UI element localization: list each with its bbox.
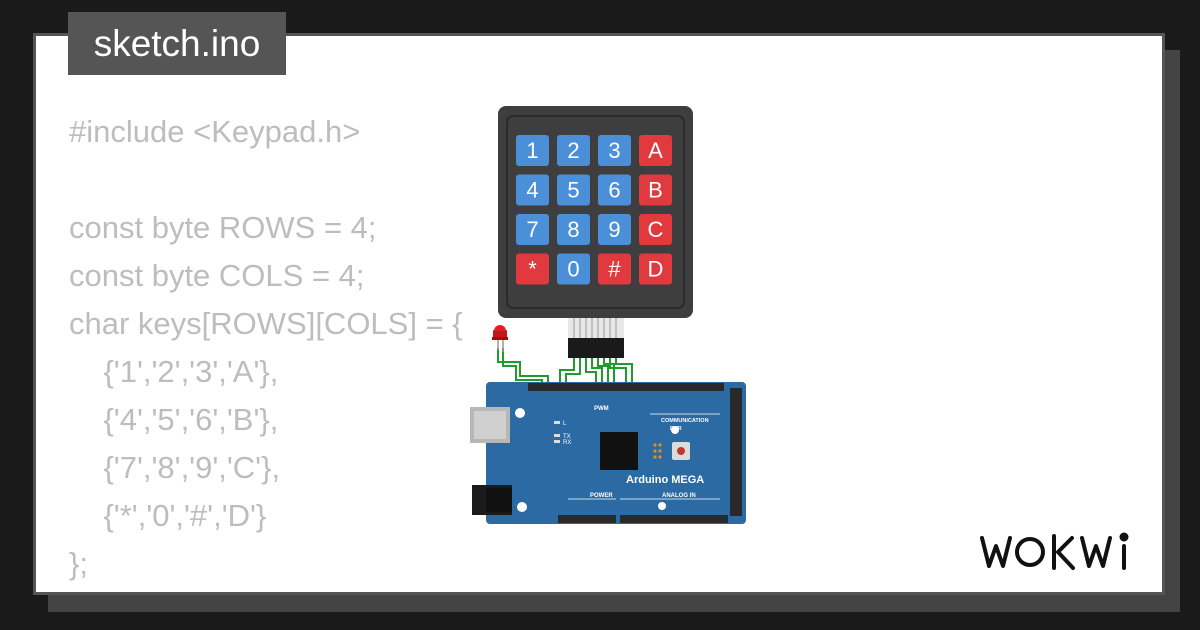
microcontroller-chip <box>600 432 638 470</box>
mounting-hole <box>517 502 527 512</box>
keypad-key[interactable]: 9 <box>598 214 631 245</box>
keypad-ribbon <box>568 318 624 358</box>
keypad-key-label: 4 <box>526 178 538 203</box>
keypad-key-label: 2 <box>567 138 579 163</box>
keypad-key-label: 3 <box>608 138 620 163</box>
keypad-key-face[interactable] <box>557 253 590 285</box>
communication-label: COMMUNICATION <box>661 418 709 424</box>
keypad-key[interactable]: 1 <box>516 135 549 166</box>
keypad-key[interactable]: 8 <box>557 214 590 245</box>
code-line: {'1','2','3','A'}, <box>69 354 279 389</box>
code-line: {'7','8','9','C'}, <box>69 450 281 485</box>
keypad-key-label: B <box>648 178 663 203</box>
keypad-key-label: 1 <box>526 138 538 163</box>
keypad-key-face[interactable] <box>639 135 672 166</box>
keypad-key-label: 0 <box>567 257 579 282</box>
power-header <box>558 515 616 523</box>
keypad-keys: 1 2 3 A 4 5 6 B 7 8 9 C * 0 # D <box>516 135 672 285</box>
keypad-key[interactable]: 2 <box>557 135 590 166</box>
reset-button-cap[interactable] <box>677 447 685 455</box>
keypad-key-face[interactable] <box>557 174 590 206</box>
keypad-key-label: D <box>648 257 664 282</box>
keypad-key-label: 8 <box>567 217 579 242</box>
code-line: const byte ROWS = 4; <box>69 210 377 245</box>
keypad-key-face[interactable] <box>557 214 590 245</box>
led-label: TX <box>563 434 571 440</box>
icsp-header <box>653 443 662 459</box>
code-line: const byte COLS = 4; <box>69 258 365 293</box>
keypad-key[interactable]: 4 <box>516 174 549 206</box>
keypad-key[interactable]: A <box>639 135 672 166</box>
led-rx <box>554 440 560 443</box>
code-block: #include <Keypad.h> const byte ROWS = 4; c… <box>69 108 463 588</box>
keypad-bezel <box>506 115 685 309</box>
keypad-key-face[interactable] <box>598 253 631 285</box>
keypad-key-face[interactable] <box>639 214 672 245</box>
wires <box>497 348 633 388</box>
code-line: char keys[ROWS][COLS] = { <box>69 306 463 341</box>
led-label: L <box>563 421 567 427</box>
mounting-hole <box>658 502 666 510</box>
usb-connector-inner <box>474 411 506 439</box>
keypad-key[interactable]: # <box>598 253 631 285</box>
keypad-key-face[interactable] <box>639 253 672 285</box>
pwm-label: PWM <box>594 406 609 412</box>
code-line: #include <Keypad.h> <box>69 114 361 149</box>
keypad-key-face[interactable] <box>516 174 549 206</box>
code-line: }; <box>69 546 88 581</box>
keypad-key[interactable]: 3 <box>598 135 631 166</box>
keypad-key-label: 5 <box>567 178 579 203</box>
mounting-hole <box>671 426 679 434</box>
led-tx <box>554 434 560 437</box>
keypad-key-face[interactable] <box>516 253 549 285</box>
arduino-mega-board[interactable]: L TX RX PWM COMMUNICATION PWR Arduino ME… <box>470 382 746 524</box>
keypad-key[interactable]: * <box>516 253 549 285</box>
filename-tab[interactable]: sketch.ino <box>68 12 286 75</box>
power-jack-inner <box>486 488 512 512</box>
keypad-key-label: A <box>648 138 663 163</box>
keypad-key-label: # <box>608 257 621 282</box>
keypad-key-face[interactable] <box>516 135 549 166</box>
keypad-key[interactable]: D <box>639 253 672 285</box>
keypad-key-label: 6 <box>608 178 620 203</box>
code-line: {'*','0','#','D'} <box>69 498 267 533</box>
keypad-key-face[interactable] <box>598 214 631 245</box>
power-label: POWER <box>590 493 613 499</box>
led-label: RX <box>563 440 571 446</box>
keypad-key-face[interactable] <box>598 174 631 206</box>
code-line: {'4','5','6','B'}, <box>69 402 279 437</box>
mounting-hole <box>515 408 525 418</box>
digital-header-right <box>730 388 742 516</box>
keypad-key[interactable]: 6 <box>598 174 631 206</box>
keypad-key-face[interactable] <box>516 214 549 245</box>
keypad-key-label: 9 <box>608 217 620 242</box>
keypad[interactable]: 1 2 3 A 4 5 6 B 7 8 9 C * 0 # D <box>498 106 693 358</box>
pwr-label: PWR <box>670 426 682 432</box>
keypad-key-face[interactable] <box>557 135 590 166</box>
keypad-key[interactable]: B <box>639 174 672 206</box>
keypad-key[interactable]: 5 <box>557 174 590 206</box>
red-led[interactable] <box>492 325 508 352</box>
wokwi-logo-icon <box>980 532 1129 570</box>
analog-label: ANALOG IN <box>662 493 696 499</box>
keypad-key-label: * <box>528 257 537 282</box>
digital-header-top <box>528 383 724 391</box>
analog-header <box>620 515 728 523</box>
keypad-key[interactable]: 7 <box>516 214 549 245</box>
keypad-key-face[interactable] <box>598 135 631 166</box>
keypad-key[interactable]: C <box>639 214 672 245</box>
keypad-key-face[interactable] <box>639 174 672 206</box>
board-name: Arduino MEGA <box>626 474 704 486</box>
keypad-key[interactable]: 0 <box>557 253 590 285</box>
keypad-key-label: 7 <box>526 217 538 242</box>
keypad-key-label: C <box>648 217 664 242</box>
led-l <box>554 421 560 424</box>
